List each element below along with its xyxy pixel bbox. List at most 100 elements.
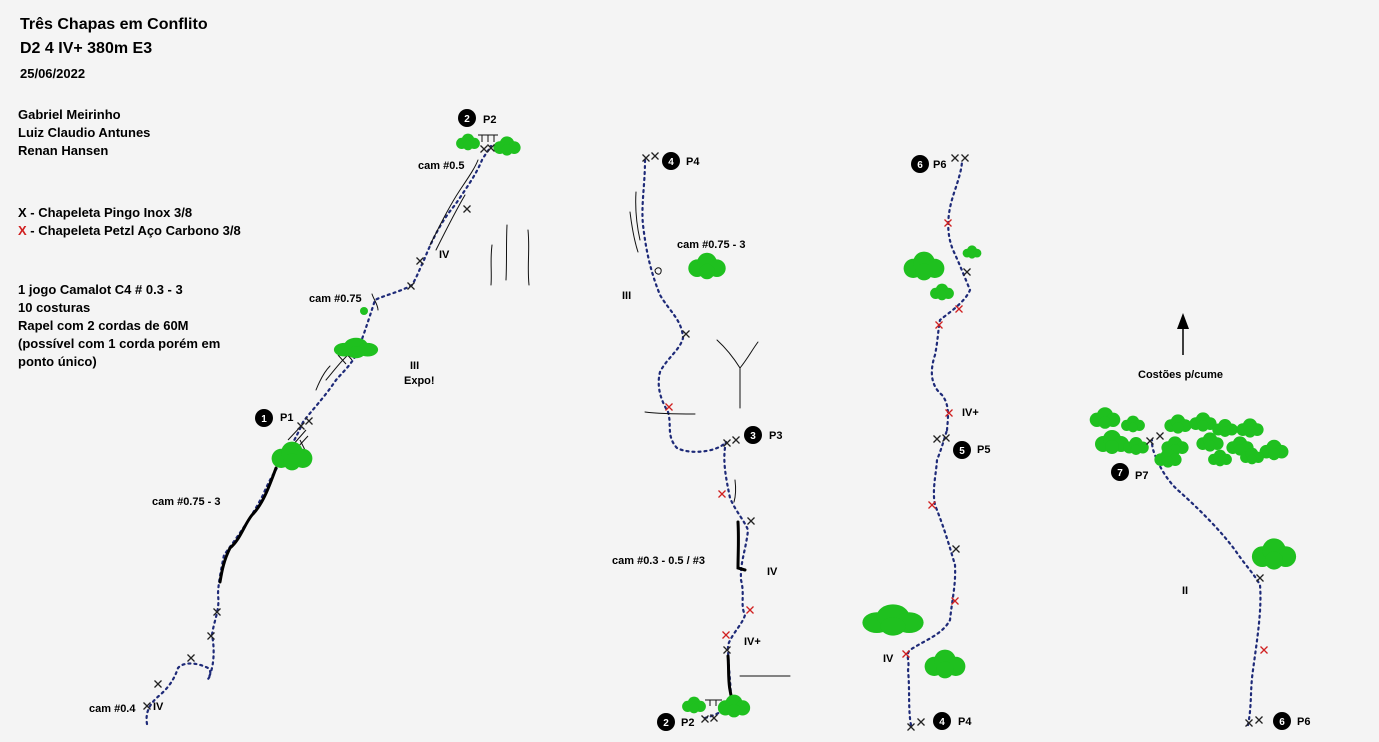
- grade-label: IV: [767, 566, 778, 578]
- belay-number: 4: [939, 717, 945, 728]
- route-pitch-4: [703, 440, 750, 720]
- bolt-icon: [1255, 716, 1263, 724]
- bolt-icon: [154, 680, 162, 688]
- bolt-icon: [407, 282, 415, 290]
- grade-label: IV+: [744, 636, 761, 648]
- belay-label: P4: [686, 156, 700, 168]
- bolt-icon: [416, 257, 424, 265]
- bolt-icon: [723, 439, 731, 447]
- bolts-carbon: [665, 219, 1268, 658]
- belay-station-3: 3: [744, 426, 762, 444]
- bolt-icon: [902, 650, 910, 658]
- bolt-icon: [701, 715, 709, 723]
- gear-note: cam #0.75 - 3: [152, 496, 221, 508]
- bolt-icon: [722, 631, 730, 639]
- expo-label: Expo!: [404, 375, 435, 387]
- bush-icon: [360, 307, 368, 315]
- bush-icon: [1121, 415, 1145, 433]
- crack-lines: [218, 466, 747, 705]
- grade-label: II: [1182, 585, 1188, 597]
- bush-icon: [930, 283, 954, 301]
- bolt-icon: [651, 152, 659, 160]
- bush-icon: [456, 133, 480, 151]
- bolt-icon: [682, 330, 690, 338]
- belay-label: P5: [977, 444, 990, 456]
- bolt-icon: [723, 646, 731, 654]
- bolt-icon: [710, 714, 718, 722]
- bolt-icon: [746, 606, 754, 614]
- belay-station-2-bottom: 2: [657, 713, 675, 731]
- gear-note: cam #0.75 - 3: [677, 239, 746, 251]
- topo-labels: P1 P2 P3 P4 P2 P6 P5 P4 P7 P6 cam #0.4 I…: [89, 114, 1310, 729]
- summit-note: Costões p/cume: [1138, 369, 1223, 381]
- bolt-icon: [907, 723, 915, 731]
- bolt-icon: [1146, 437, 1154, 445]
- belay-label: P1: [280, 412, 293, 424]
- belay-number: 6: [917, 160, 923, 171]
- legend-steel: X - Chapeleta Pingo Inox 3/8: [18, 204, 241, 222]
- route-date: 25/06/2022: [20, 66, 86, 81]
- belay-number: 2: [464, 114, 470, 125]
- route-grade: D2 4 IV+ 380m E3: [20, 40, 153, 57]
- bolt-icon: [143, 702, 151, 710]
- belay-number: 7: [1117, 468, 1123, 479]
- belay-label: P4: [958, 716, 972, 728]
- climber-list: Gabriel Meirinho Luiz Claudio Antunes Re…: [18, 106, 150, 160]
- bolt-icon: [961, 154, 969, 162]
- bolt-icon: [297, 422, 305, 430]
- bolt-icon: [487, 144, 495, 152]
- route-pitch-6: [930, 158, 972, 432]
- gear-item: 1 jogo Camalot C4 # 0.3 - 3: [18, 282, 183, 297]
- bush-icon: [688, 252, 726, 280]
- belay-number: 2: [663, 718, 669, 729]
- bush-icon: [333, 337, 379, 359]
- bolt-icon: [963, 268, 971, 276]
- gear-note: cam #0.3 - 0.5 / #3: [612, 555, 705, 567]
- bolt-icon: [1245, 719, 1253, 727]
- bush-icon: [962, 245, 982, 259]
- bolt-icon: [207, 632, 215, 640]
- belay-number: 5: [959, 446, 965, 457]
- belay-label: P2: [681, 717, 694, 729]
- bolt-icon: [187, 654, 195, 662]
- route-pitch-2: [354, 144, 493, 357]
- belay-station-6-bottom: 6: [1273, 712, 1291, 730]
- grade-label: IV: [153, 701, 164, 713]
- gear-note: cam #0.75: [309, 293, 362, 305]
- bolt-icon: [933, 435, 941, 443]
- bolt-icon: [951, 154, 959, 162]
- bolt-icon: [305, 417, 313, 425]
- bolt-legend: X - Chapeleta Pingo Inox 3/8 X - Chapele…: [18, 204, 241, 240]
- belay-station-2-top: 2: [458, 109, 476, 127]
- gear-note: cam #0.4: [89, 703, 136, 715]
- bolts-steel: [143, 144, 1264, 731]
- route-pitch-1: [145, 353, 358, 726]
- route-pitch-7: [1150, 438, 1262, 727]
- rock-features: [315, 159, 791, 677]
- belay-label: P6: [933, 159, 946, 171]
- belay-label: P2: [483, 114, 496, 126]
- bolt-icon: [1256, 574, 1264, 582]
- bolt-icon: [952, 545, 960, 553]
- gear-item: Rapel com 2 cordas de 60M: [18, 318, 189, 333]
- belay-station-4-bottom: 4: [933, 712, 951, 730]
- bolt-icon: [928, 501, 936, 509]
- bush-icon: [1089, 407, 1121, 429]
- route-pitch-3: [641, 158, 728, 453]
- belay-station-4-top: 4: [662, 152, 680, 170]
- bolt-icon: [942, 434, 950, 442]
- bush-icon: [1236, 418, 1264, 438]
- bush-icon: [1095, 430, 1129, 454]
- belay-label: P6: [1297, 716, 1310, 728]
- crack-pitch-4-upper: [736, 520, 747, 572]
- bush-icon: [682, 696, 706, 714]
- crack-pitch-1: [218, 466, 278, 584]
- climber-name: Gabriel Meirinho: [18, 107, 121, 122]
- bolt-icon: [1156, 432, 1164, 440]
- belay-number: 1: [261, 414, 267, 425]
- bush-icon: [493, 136, 521, 156]
- bush-icon: [271, 441, 313, 471]
- belay-station-5: 5: [953, 441, 971, 459]
- bolt-icon: [951, 597, 959, 605]
